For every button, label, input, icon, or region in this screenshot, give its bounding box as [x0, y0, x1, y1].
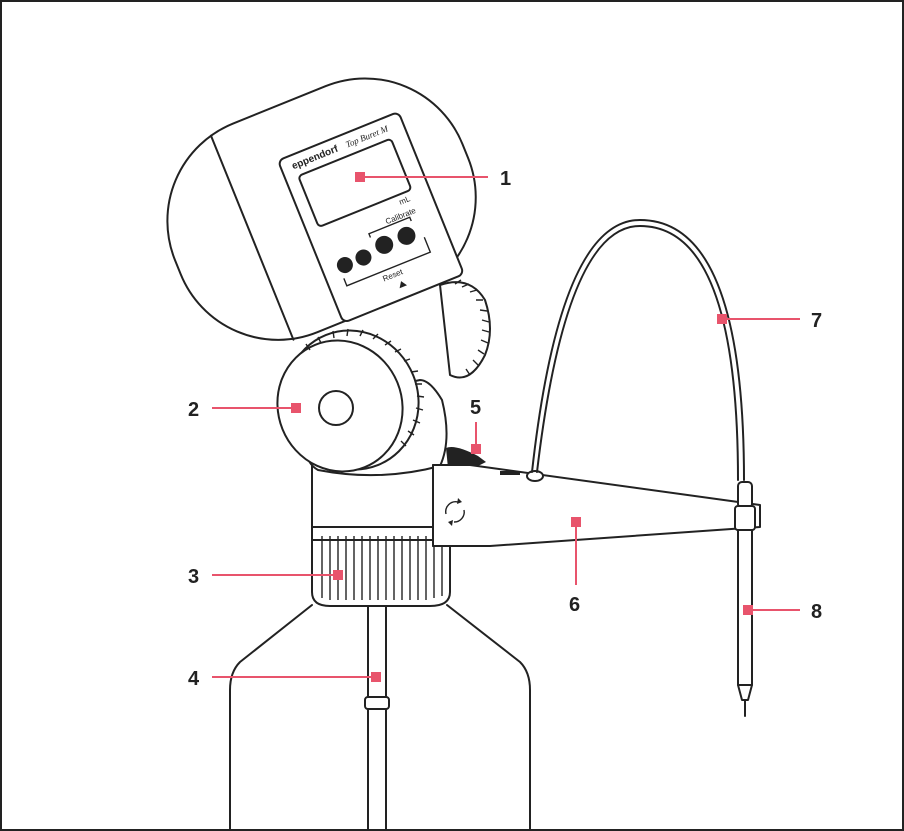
callout-label-4: 4: [188, 668, 200, 690]
arm-slot: [500, 471, 520, 475]
callout-4: 4: [188, 668, 381, 690]
callout-8: 8: [743, 601, 822, 623]
right-wheel: [439, 279, 491, 379]
down-button[interactable]: [373, 233, 396, 256]
callout-label-7: 7: [811, 310, 822, 332]
lcd-display: [298, 138, 412, 227]
up-button[interactable]: [395, 224, 418, 247]
callout-2: 2: [188, 399, 301, 421]
suction-tube: [364, 604, 390, 831]
dispensing-tip: [734, 481, 756, 717]
callout-1: 1: [355, 168, 511, 190]
dispensing-tube: [531, 219, 745, 481]
display-panel: eppendorf Top Buret M mL Calibrate Reset: [278, 112, 464, 322]
callout-6: 6: [569, 517, 581, 616]
callout-3: 3: [188, 566, 343, 588]
callout-label-3: 3: [188, 566, 199, 588]
callout-label-8: 8: [811, 601, 822, 623]
callout-label-6: 6: [569, 594, 580, 616]
adapter-collar: [311, 464, 453, 538]
bottle-cap: [311, 526, 451, 607]
knob-center-cap: [318, 390, 354, 426]
tube-port: [526, 470, 544, 482]
holder-arm: [432, 464, 761, 547]
eject-icon: [399, 281, 408, 289]
callout-7: 7: [717, 310, 822, 332]
front-knob[interactable]: [258, 310, 440, 490]
rotate-icon: [445, 498, 465, 526]
start-button[interactable]: [335, 255, 356, 276]
callout-label-1: 1: [500, 168, 511, 190]
callout-label-5: 5: [470, 397, 481, 419]
mode-button[interactable]: [353, 247, 374, 268]
bottle: [229, 604, 531, 831]
callout-label-2: 2: [188, 399, 199, 421]
unit-label: mL: [398, 194, 412, 207]
callout-5: 5: [470, 397, 481, 454]
